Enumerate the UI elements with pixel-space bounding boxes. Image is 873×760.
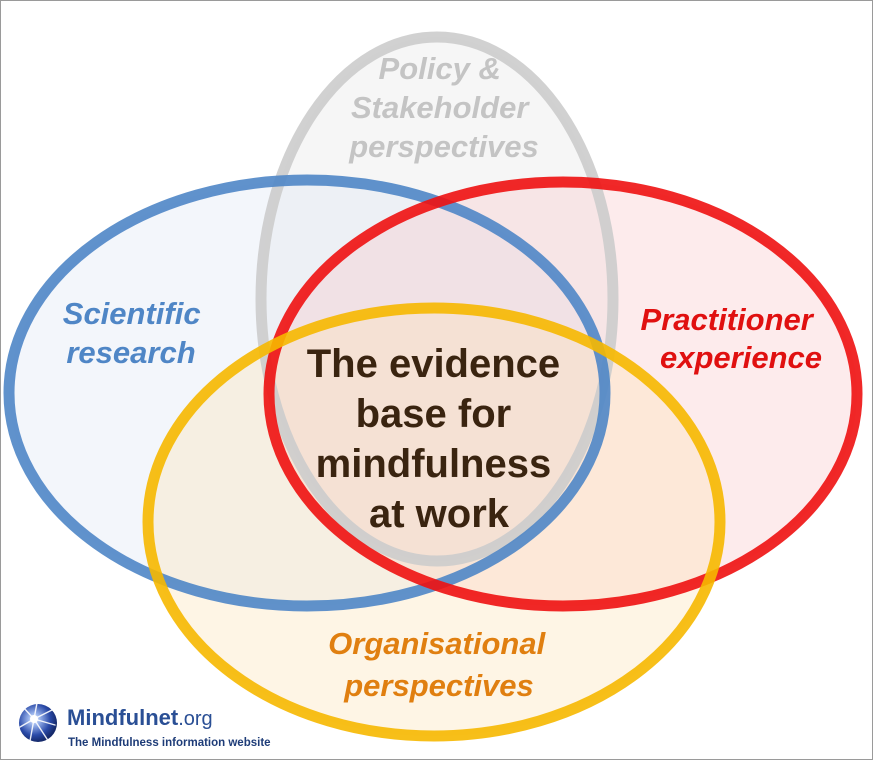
scientific-label-line-1: Scientific — [63, 296, 201, 331]
center-label: The evidence base for mindfulness at wor… — [307, 342, 572, 536]
policy-label-line-1: Policy & — [379, 51, 501, 86]
scientific-ellipse-fill — [9, 180, 605, 606]
mindfulnet-logo: Mindfulnet.org The Mindfulness informati… — [19, 702, 271, 749]
starburst-orb-icon — [19, 702, 57, 742]
practitioner-label: Practitioner experience — [641, 302, 822, 375]
logo-tld: .org — [178, 708, 212, 730]
practitioner-ellipse-fill — [269, 182, 857, 606]
organisational-ellipse-fill — [148, 308, 720, 736]
policy-ellipse-outline — [255, 31, 619, 567]
practitioner-ellipse-outline — [263, 176, 863, 612]
policy-ellipse-fill — [261, 37, 613, 561]
organisational-ellipse-outline — [142, 302, 726, 742]
logo-wordmark: Mindfulnet.org — [67, 705, 213, 730]
policy-label: Policy & Stakeholder perspectives — [348, 51, 539, 164]
organisational-label-line-2: perspectives — [343, 668, 534, 703]
practitioner-label-line-2: experience — [660, 340, 822, 375]
scientific-label: Scientific research — [63, 296, 209, 370]
organisational-label: Organisational perspectives — [328, 626, 554, 703]
center-label-line-4: at work — [369, 492, 510, 536]
scientific-ellipse-outline — [3, 174, 611, 612]
logo-tagline: The Mindfulness information website — [68, 737, 271, 749]
policy-label-line-2: Stakeholder — [351, 90, 530, 125]
logo-name: Mindfulnet — [67, 705, 179, 730]
policy-label-line-3: perspectives — [348, 129, 539, 164]
scientific-label-line-2: research — [66, 335, 195, 370]
organisational-label-line-1: Organisational — [328, 626, 546, 661]
center-label-line-2: base for — [356, 392, 512, 436]
practitioner-label-line-1: Practitioner — [641, 302, 815, 337]
center-label-line-1: The evidence — [307, 342, 560, 386]
center-label-line-3: mindfulness — [316, 442, 552, 486]
